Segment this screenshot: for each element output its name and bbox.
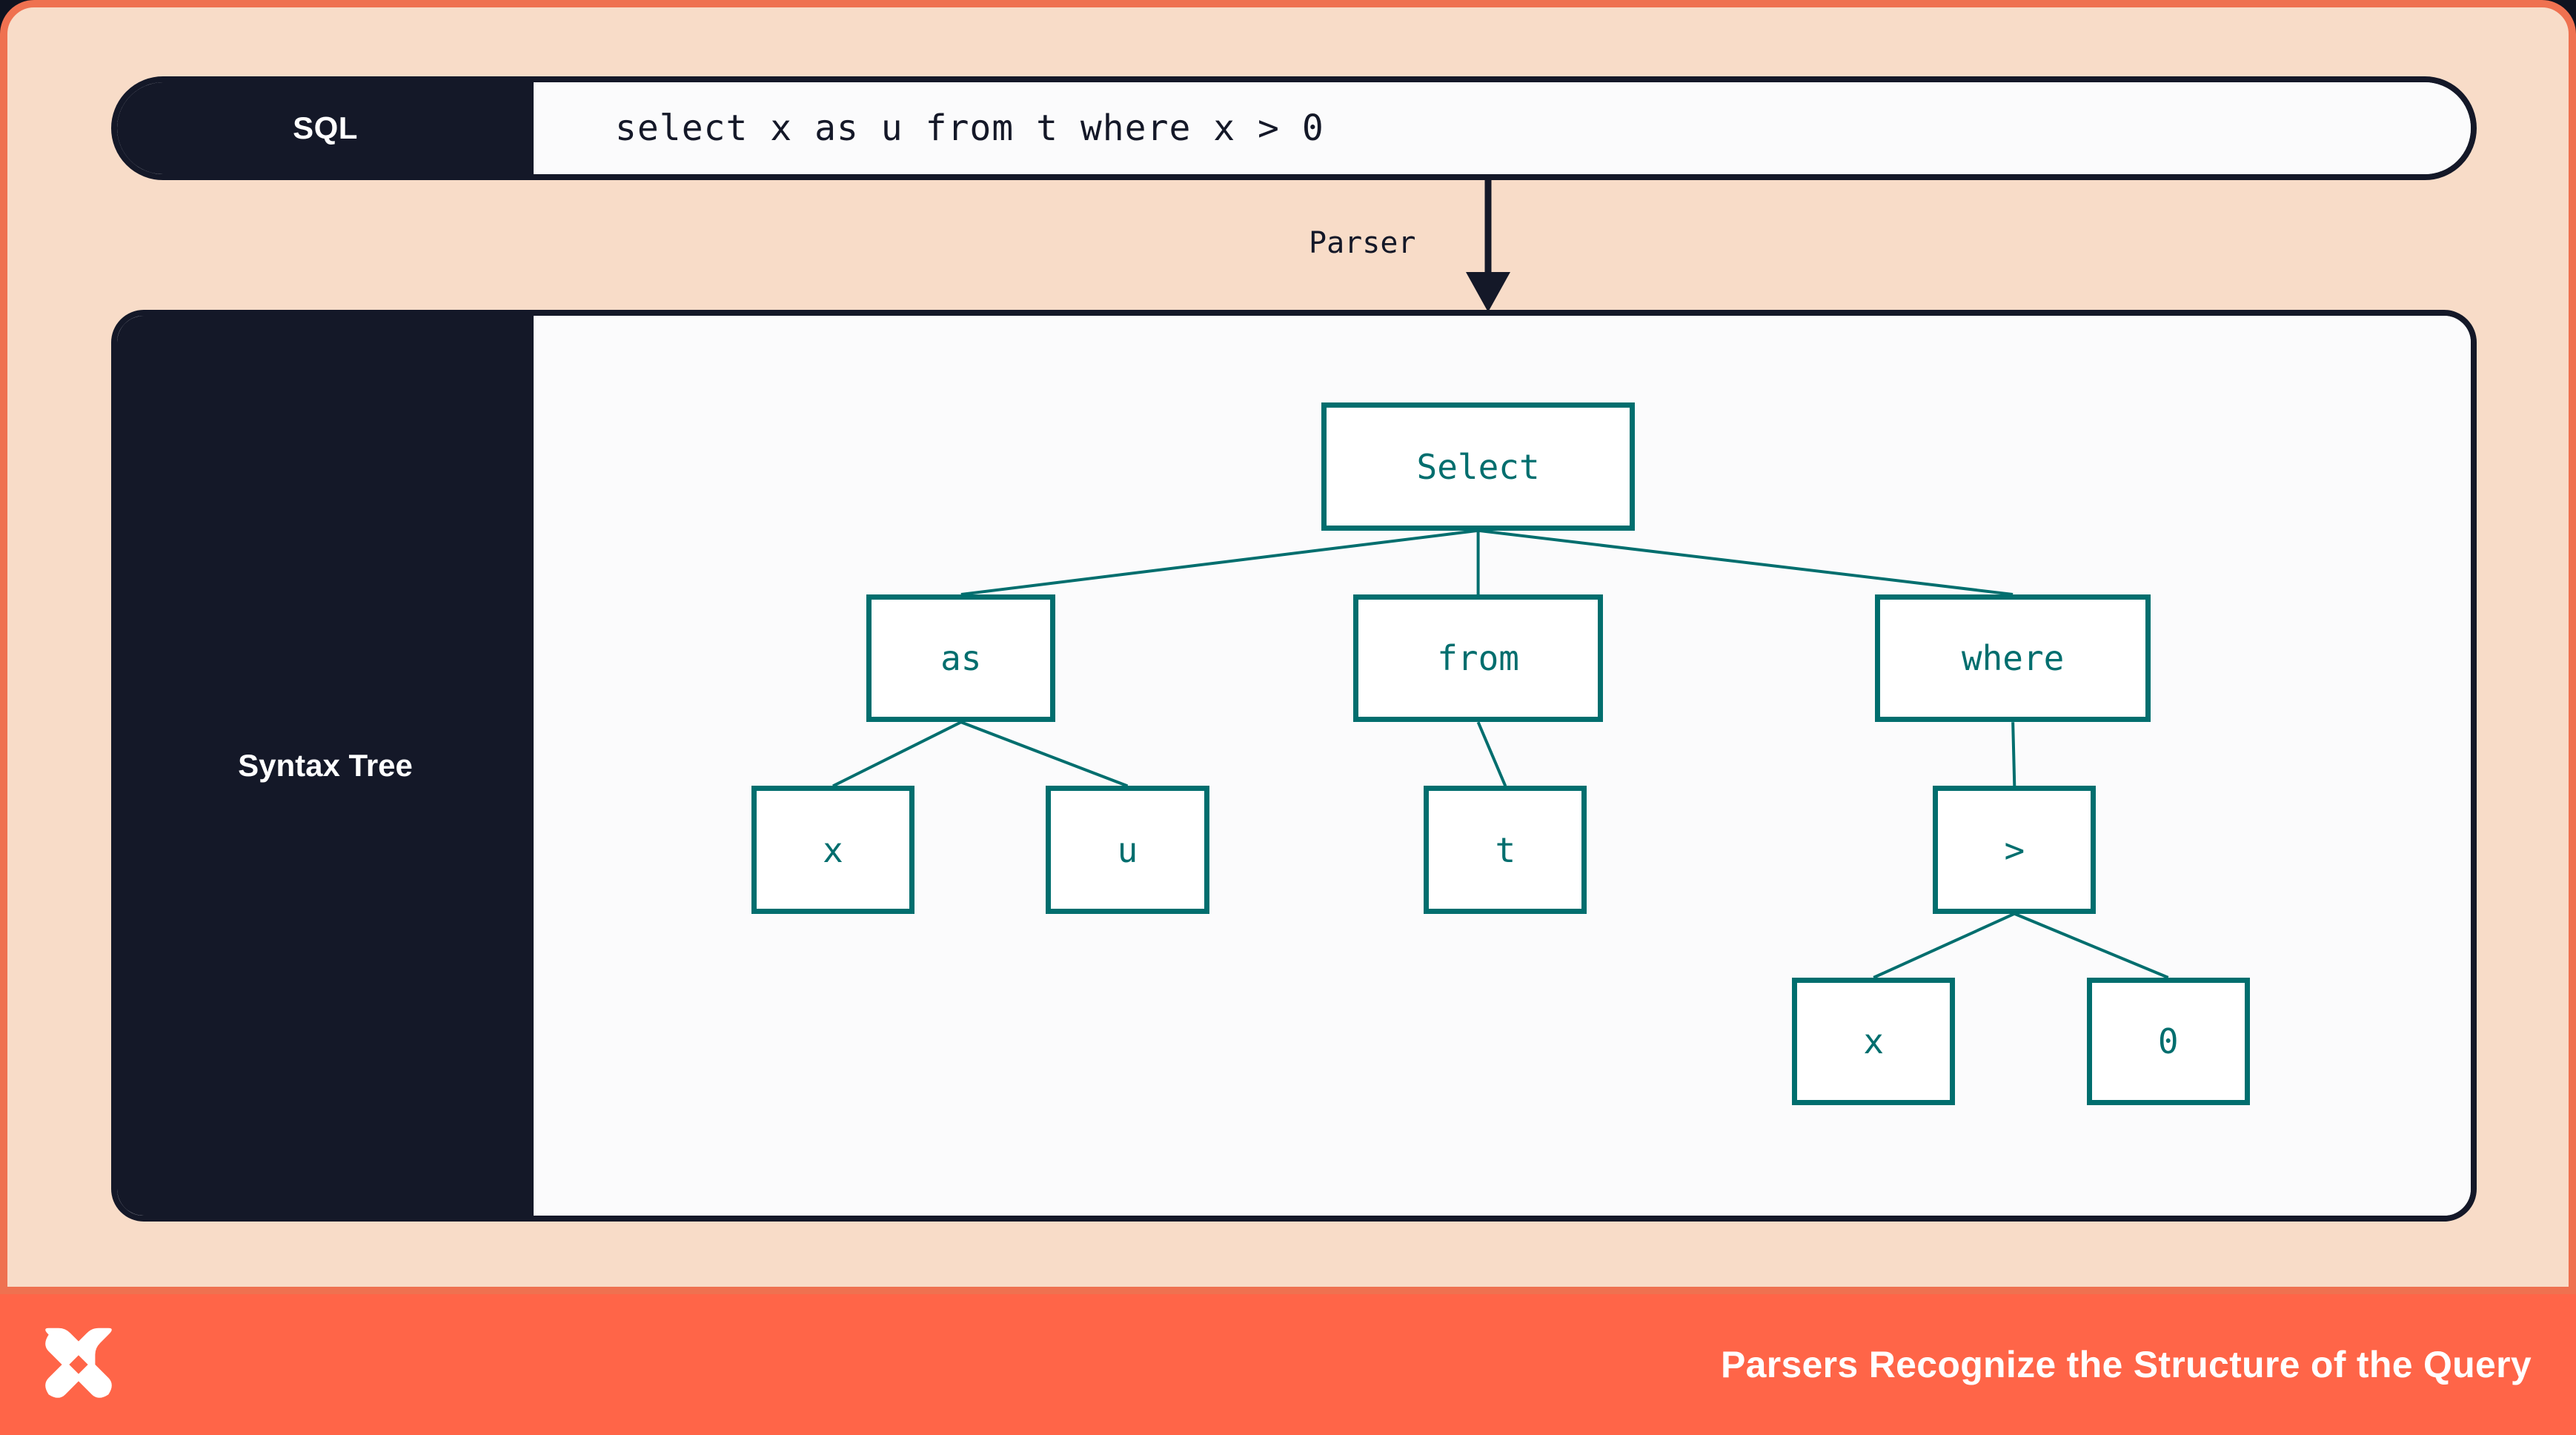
tree-node-t[interactable]: t — [1424, 786, 1587, 914]
tree-node-select[interactable]: Select — [1321, 402, 1636, 531]
tree-node-gt[interactable]: > — [1933, 786, 2097, 914]
tree-node-label: x — [823, 829, 843, 870]
tree-node-label: 0 — [2157, 1021, 2179, 1062]
tree-node-as[interactable]: as — [866, 594, 1056, 723]
parser-label: Parser — [1309, 226, 1416, 260]
arrow-down-icon — [1466, 180, 1510, 312]
syntax-tree-panel: Syntax Tree Select as from where x u t > x 0 — [111, 310, 2477, 1222]
tree-edge — [1478, 531, 2014, 594]
tree-node-label: x — [1863, 1021, 1885, 1062]
tree-edge — [1873, 914, 2014, 978]
sql-query-text[interactable]: select x as u from t where x > 0 — [534, 82, 2471, 174]
syntax-tree-label: Syntax Tree — [117, 316, 534, 1216]
tree-edge — [1478, 722, 1506, 786]
tree-node-x1[interactable]: x — [751, 786, 915, 914]
tree-node-label: t — [1495, 829, 1516, 870]
tree-edges-layer — [534, 316, 2471, 1216]
tree-node-zero[interactable]: 0 — [2086, 977, 2250, 1106]
tree-edge — [2013, 722, 2014, 786]
tree-node-label: > — [2004, 829, 2025, 870]
tree-canvas: Select as from where x u t > x 0 — [534, 316, 2471, 1216]
tree-edge — [961, 531, 1478, 594]
tree-node-label: from — [1437, 638, 1519, 679]
sql-row-label: SQL — [117, 82, 534, 174]
tree-node-from[interactable]: from — [1353, 594, 1604, 723]
tree-edge — [833, 722, 961, 786]
footer-caption: Parsers Recognize the Structure of the Q… — [1720, 1344, 2532, 1385]
tree-node-u[interactable]: u — [1046, 786, 1209, 914]
tree-node-where[interactable]: where — [1875, 594, 2151, 723]
tree-node-label: Select — [1416, 446, 1540, 487]
four-point-star-logo — [45, 1328, 112, 1398]
sql-input-row: SQL select x as u from t where x > 0 — [111, 76, 2477, 180]
content-frame: SQL select x as u from t where x > 0 Par… — [0, 0, 2576, 1294]
tree-node-x2[interactable]: x — [1792, 977, 1956, 1106]
tree-node-label: u — [1117, 829, 1138, 870]
tree-edge — [2014, 914, 2168, 978]
tree-node-label: as — [940, 638, 982, 679]
tree-edge — [961, 722, 1128, 786]
tree-node-label: where — [1961, 638, 2065, 679]
footer-bar: Parsers Recognize the Structure of the Q… — [0, 1294, 2576, 1435]
